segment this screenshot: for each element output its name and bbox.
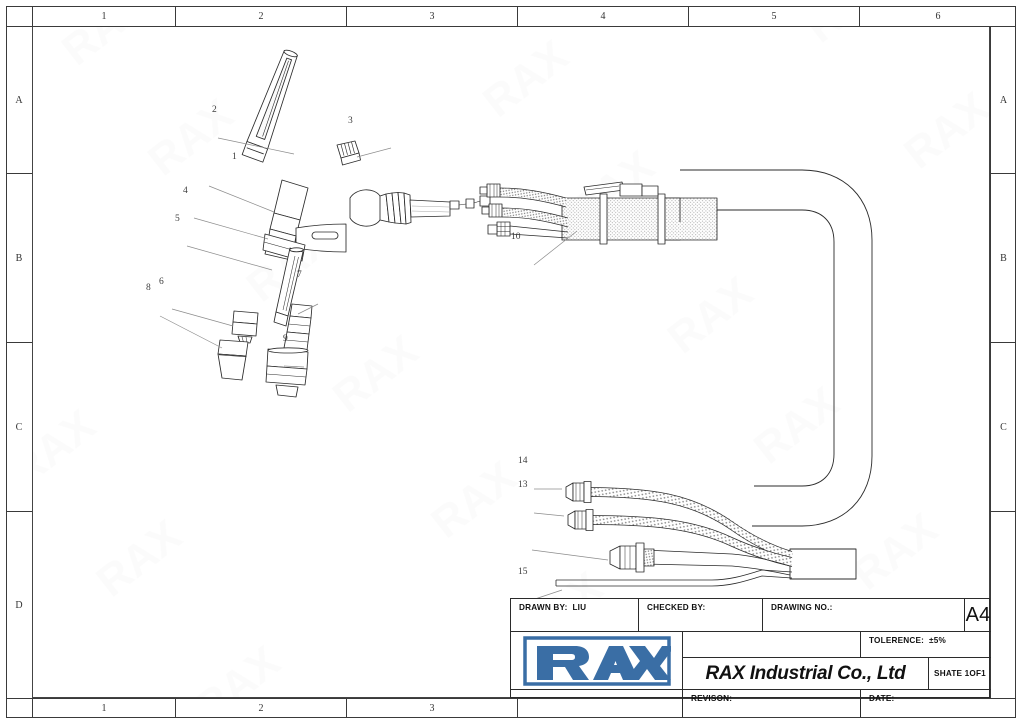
date-cell: DATE: xyxy=(861,690,991,717)
zone-bottom-2: 2 xyxy=(258,703,264,714)
callout-6: 6 xyxy=(159,277,164,287)
drawing-content-area xyxy=(32,26,990,698)
zone-top-6: 6 xyxy=(935,10,941,22)
sheet-count-cell: SHATE 1OF1 xyxy=(929,658,991,690)
drawing-no-label: DRAWING NO.: xyxy=(771,603,833,612)
zone-bottom-3: 3 xyxy=(429,703,435,714)
callout-5: 5 xyxy=(175,214,180,224)
zone-bottom-1: 1 xyxy=(101,703,107,714)
zone-divider xyxy=(990,173,1016,175)
torch-assembly-drawing xyxy=(159,49,873,601)
zone-top-2: 2 xyxy=(258,10,264,22)
zone-divider xyxy=(346,6,348,26)
zone-divider xyxy=(6,26,1016,28)
company-name-cell: RAX Industrial Co., Ltd xyxy=(683,658,929,690)
zone-divider xyxy=(6,173,32,175)
tolerance-cell: TOLERENCE: ±5% xyxy=(861,632,991,658)
revision-label: REVISON: xyxy=(691,694,733,703)
drawing-outer-frame xyxy=(6,6,1016,718)
tolerance-label: TOLERENCE: xyxy=(869,636,925,645)
zone-divider xyxy=(6,342,32,344)
hose-fitting-14 xyxy=(565,481,592,503)
zone-left-C: C xyxy=(15,421,23,433)
power-connector xyxy=(609,542,655,573)
zone-divider xyxy=(990,342,1016,344)
zone-divider xyxy=(6,698,1016,700)
drawn-by-label: DRAWN BY: xyxy=(519,603,568,612)
callout-7: 7 xyxy=(297,270,302,280)
zone-divider xyxy=(175,6,177,26)
zone-divider xyxy=(6,511,32,513)
date-label: DATE: xyxy=(869,694,895,703)
drawn-by-cell: DRAWN BY: LIU xyxy=(511,599,639,632)
zone-divider xyxy=(32,699,34,718)
tolerance-value: ±5% xyxy=(929,636,946,645)
checked-by-cell: CHECKED BY: xyxy=(639,599,763,632)
company-logo-cell xyxy=(511,632,683,690)
drawn-by-value: LIU xyxy=(572,603,587,612)
zone-divider xyxy=(517,699,519,718)
callout-9: 9 xyxy=(283,334,288,344)
callout-13: 13 xyxy=(518,480,528,490)
callout-10: 10 xyxy=(511,232,521,242)
zone-right-A: A xyxy=(999,94,1008,106)
callout-1: 1 xyxy=(232,152,237,162)
drawing-no-cell: DRAWING NO.: xyxy=(763,599,965,632)
revision-blank-cell xyxy=(511,690,683,717)
hose-fitting-13 xyxy=(567,509,594,531)
zone-divider xyxy=(990,26,992,698)
zone-divider xyxy=(859,6,861,26)
zone-left-D: D xyxy=(15,599,23,611)
sheet-size-cell: A4 xyxy=(965,599,991,632)
zone-top-5: 5 xyxy=(771,10,777,22)
zone-divider xyxy=(990,511,1016,513)
callout-8: 8 xyxy=(146,283,151,293)
zone-top-4: 4 xyxy=(600,10,606,22)
zone-divider xyxy=(688,6,690,26)
title-blank-cell xyxy=(683,632,861,658)
zone-divider xyxy=(517,6,519,26)
zone-divider xyxy=(346,699,348,718)
callout-14: 14 xyxy=(518,456,528,466)
zone-right-C: C xyxy=(1000,421,1007,433)
zone-divider xyxy=(32,6,34,26)
zone-top-1: 1 xyxy=(101,10,107,22)
zone-left-B: B xyxy=(15,252,23,264)
zone-top-3: 3 xyxy=(429,10,435,22)
zone-left-A: A xyxy=(15,94,23,106)
callout-4: 4 xyxy=(183,186,188,196)
zone-right-B: B xyxy=(1000,252,1007,264)
rax-logo xyxy=(522,635,671,686)
zone-divider xyxy=(175,699,177,718)
title-block: DRAWN BY: LIU CHECKED BY: DRAWING NO.: A… xyxy=(510,598,991,717)
callout-2: 2 xyxy=(212,105,217,115)
callout-15: 15 xyxy=(518,567,528,577)
callout-3: 3 xyxy=(348,116,353,126)
revision-cell: REVISON: xyxy=(683,690,861,717)
checked-by-label: CHECKED BY: xyxy=(647,603,706,612)
